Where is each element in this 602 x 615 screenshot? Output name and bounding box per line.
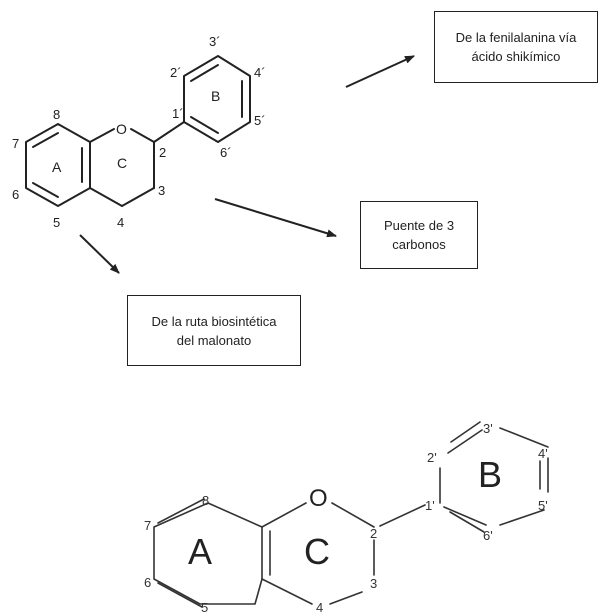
bottom-ring-b-double-bond-1 — [450, 421, 481, 443]
bottom-pos-7: 7 — [144, 518, 151, 533]
top-bond-c3-c4 — [121, 187, 155, 207]
carbon-bridge-box: Puente de 3 carbonos — [360, 201, 478, 269]
bottom-ring-a-double-bond-1 — [157, 498, 205, 524]
bottom-bond-o-c2 — [331, 502, 375, 528]
top-ring-b-double-bond-3 — [190, 116, 219, 134]
bottom-ring-b-label: B — [478, 454, 502, 495]
shikimic-origin-text: De la fenilalanina vía ácido shikímico — [455, 30, 577, 64]
bottom-ring-c-label: C — [304, 531, 330, 572]
top-pos-3: 3 — [158, 183, 165, 198]
shikimic-origin-box: De la fenilalanina vía ácido shikímico — [434, 11, 598, 83]
top-pos-1p: 1´ — [172, 106, 184, 121]
top-bond-c8a-o — [89, 128, 115, 143]
bottom-ring-a-double-bond-2 — [157, 582, 203, 608]
top-pos-7: 7 — [12, 136, 19, 151]
bottom-ring-b-bond-6 — [443, 506, 487, 526]
top-pos-5p: 5´ — [254, 113, 266, 128]
bottom-flavan-structure — [153, 421, 549, 608]
malonate-origin-box: De la ruta biosintética del malonato — [127, 295, 301, 366]
bottom-pos-6: 6 — [144, 575, 151, 590]
top-oxygen-label: O — [116, 121, 127, 137]
top-pos-6: 6 — [12, 187, 19, 202]
top-pos-5: 5 — [53, 215, 60, 230]
bottom-pos-3p: 3' — [483, 421, 493, 436]
bottom-pos-8: 8 — [202, 493, 209, 508]
bottom-ring-b-bond-3 — [499, 427, 549, 448]
top-ring-c-label: C — [117, 155, 127, 171]
carbon-bridge-text: Puente de 3 carbonos — [383, 218, 455, 252]
bottom-pos-2p: 2' — [427, 450, 437, 465]
bottom-ring-a-bonds — [153, 502, 263, 605]
top-ring-a-label: A — [52, 159, 62, 175]
top-structure-labels: O A C B 8 7 6 5 4 3 2 1´ 2´ 3´ 4´ 5´ 6´ — [12, 34, 266, 230]
top-ring-a-double-bond-1 — [32, 132, 59, 148]
bottom-pos-5p: 5' — [538, 498, 548, 513]
top-pos-4: 4 — [117, 215, 124, 230]
arrow-to-bridge-box — [214, 198, 337, 238]
top-ring-a-double-bond-3 — [32, 182, 59, 198]
bottom-ring-b-bond-5 — [499, 509, 545, 526]
top-pos-3p: 3´ — [209, 34, 221, 49]
bottom-pos-1p: 1' — [425, 498, 435, 513]
top-bond-c2-c1p — [153, 121, 185, 143]
bottom-ring-b-double-bond-3 — [449, 511, 485, 533]
top-bond-o-c2 — [130, 128, 155, 143]
bottom-bond-c4-c4a — [261, 578, 313, 605]
top-pos-6p: 6´ — [220, 145, 232, 160]
bottom-bond-c3-c4 — [329, 591, 363, 605]
top-ring-b-double-bond-1 — [190, 64, 219, 82]
bottom-structure-labels: O A C B 8 7 6 5 4 3 2 1' 2' 3' 4' 5' 6' — [144, 421, 548, 615]
bottom-oxygen-label: O — [309, 485, 328, 512]
top-pos-2: 2 — [159, 145, 166, 160]
arrow-to-shikimic-box — [345, 55, 415, 88]
bottom-pos-6p: 6' — [483, 528, 493, 543]
top-flavan-structure — [25, 55, 251, 207]
top-pos-2p: 2´ — [170, 65, 182, 80]
bottom-pos-4p: 4' — [538, 446, 548, 461]
bottom-ring-a-label: A — [188, 531, 212, 572]
bottom-pos-2: 2 — [370, 526, 377, 541]
bottom-pos-4: 4 — [316, 600, 323, 615]
bottom-pos-3: 3 — [370, 576, 377, 591]
malonate-origin-text: De la ruta biosintética del malonato — [151, 313, 277, 348]
top-ring-b-bonds — [183, 55, 251, 143]
top-pos-4p: 4´ — [254, 65, 266, 80]
top-bond-c4-c4a — [89, 187, 123, 207]
bottom-ring-b-bond-2 — [447, 429, 483, 454]
top-pos-8: 8 — [53, 107, 60, 122]
bottom-bond-c2-c1p — [379, 504, 426, 527]
bottom-bond-c8a-o — [261, 502, 307, 528]
bottom-pos-5: 5 — [201, 600, 208, 615]
top-ring-b-label: B — [211, 88, 220, 104]
arrow-to-malonate-box — [79, 234, 120, 274]
